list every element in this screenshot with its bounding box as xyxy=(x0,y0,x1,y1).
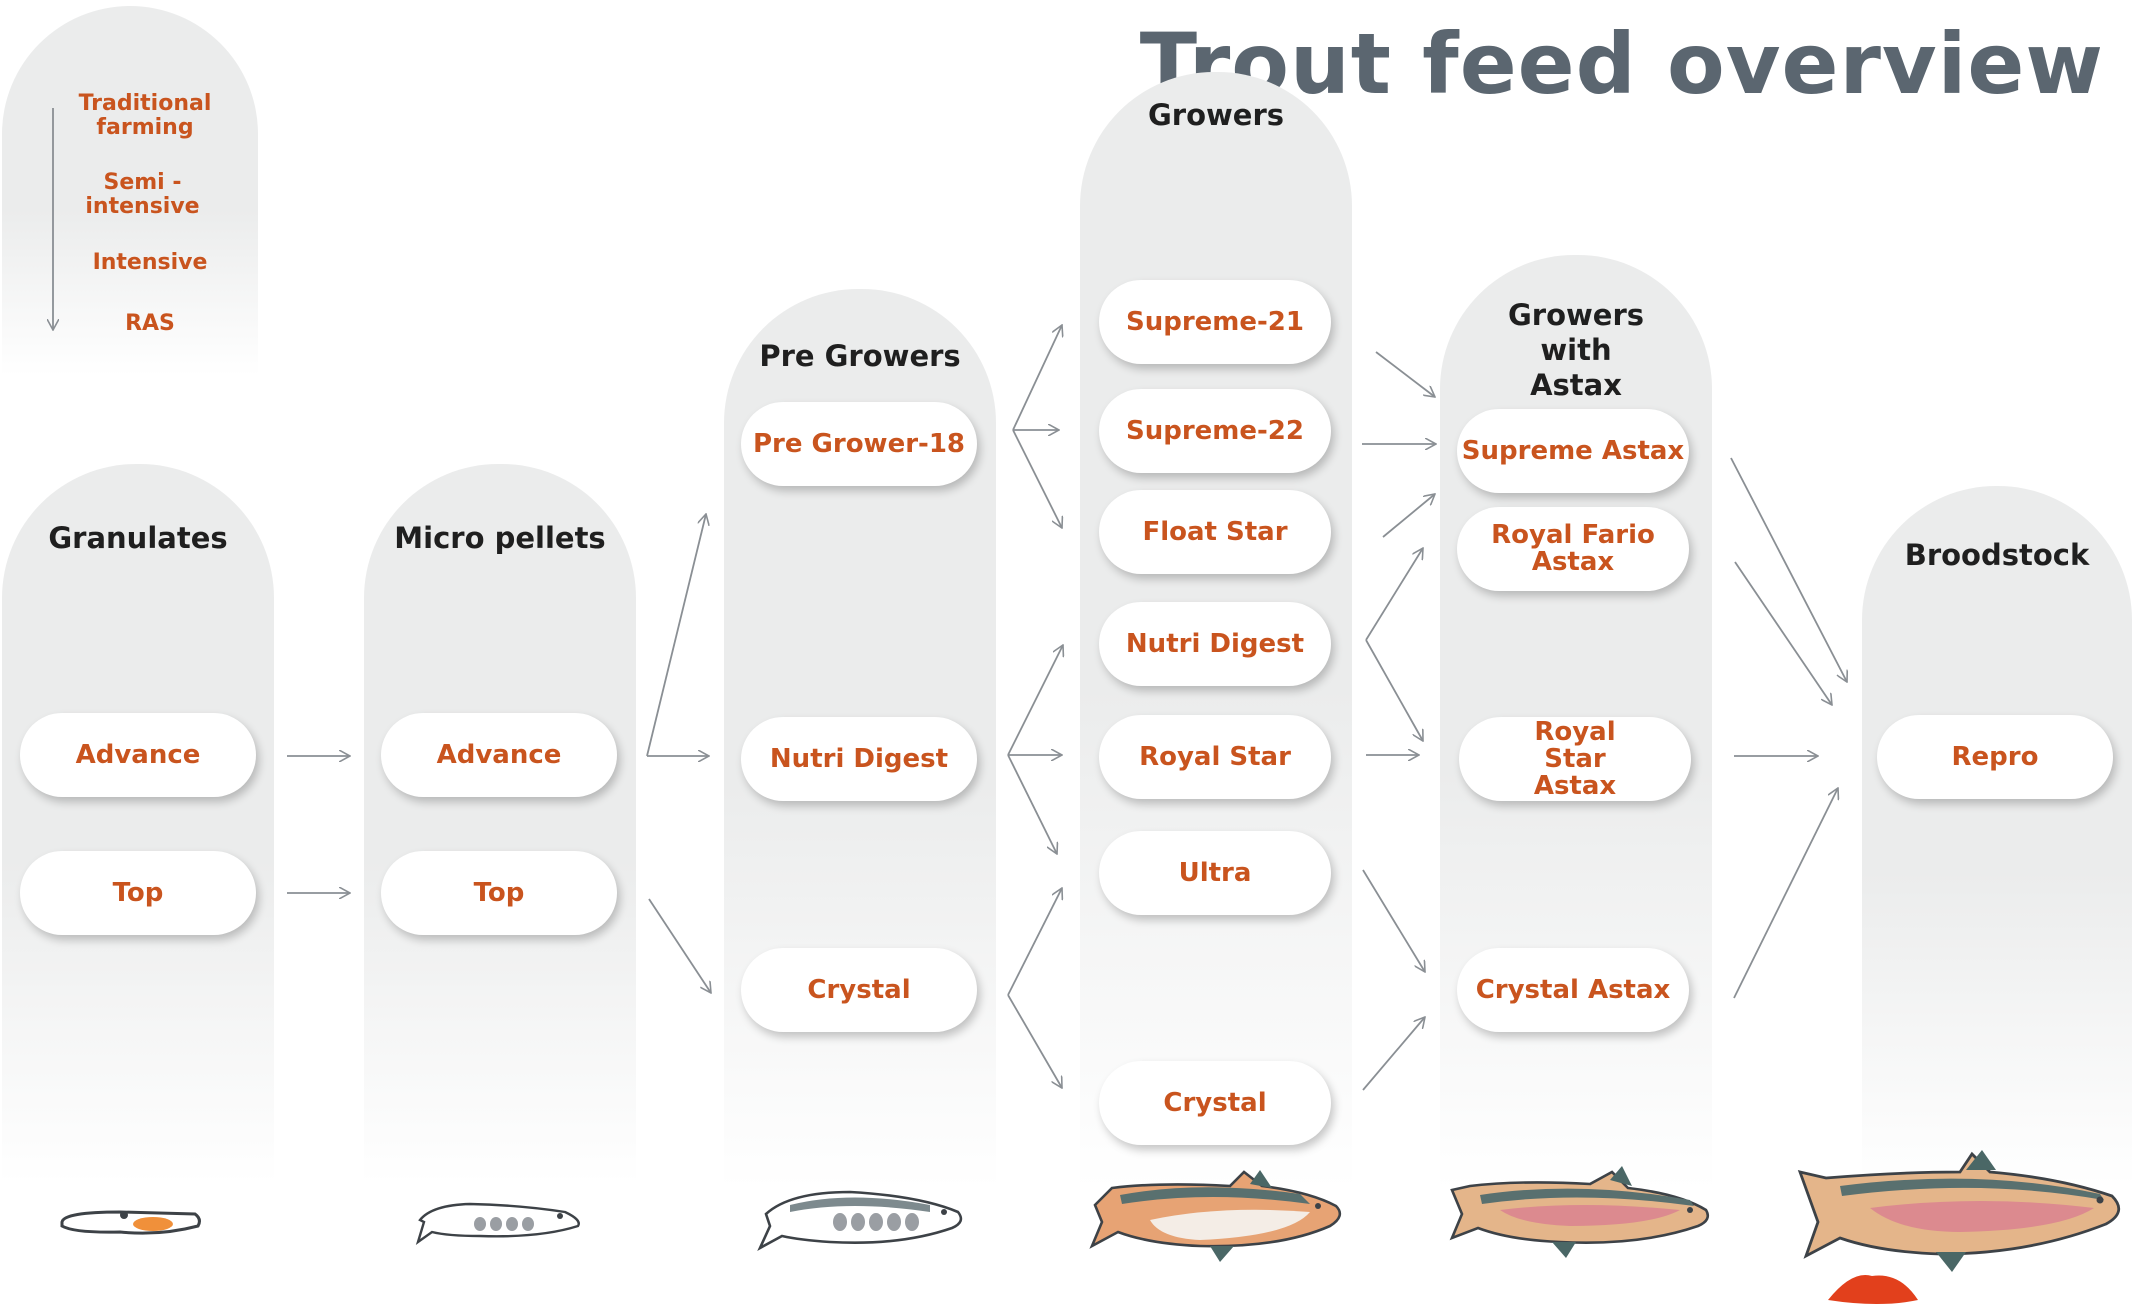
column-title-micro-pellets: Micro pellets xyxy=(394,521,606,555)
arrow-ultra-crystal-astax xyxy=(1362,869,1425,972)
arrow-float-star-astax xyxy=(1382,494,1435,538)
arrow-supreme-21-astax xyxy=(1375,351,1435,397)
column-title-growers-with-astax: Growers with Astax xyxy=(1507,298,1645,402)
arrow-pg18-float-star xyxy=(1012,429,1062,528)
arrow-nd-ultra xyxy=(1007,754,1057,854)
feed-royal-star[interactable]: Royal Star xyxy=(1099,715,1331,799)
arrow-crystal-astax-repro xyxy=(1733,788,1838,999)
arrow-to-pre-grower-18 xyxy=(646,514,706,757)
alevin-illustration xyxy=(60,1210,201,1235)
grower-trout-illustration xyxy=(1089,1170,1342,1262)
feed-repro[interactable]: Repro xyxy=(1877,715,2113,799)
page-title: Trout feed overview xyxy=(1139,15,2104,113)
feed-micro-pellets-top[interactable]: Top xyxy=(381,851,617,935)
broodstock-trout-illustration xyxy=(1797,1150,2121,1304)
legend-item-traditional-farming: Traditional farming xyxy=(78,91,212,140)
arrow-pg18-supreme-21 xyxy=(1012,325,1062,431)
feed-pre-growers-crystal[interactable]: Crystal xyxy=(741,948,977,1032)
feed-growers-crystal[interactable]: Crystal xyxy=(1099,1061,1331,1145)
feed-granulates-advance[interactable]: Advance xyxy=(20,713,256,797)
legend-item-semi-intensive: Semi - intensive xyxy=(85,170,200,219)
feed-supreme-22[interactable]: Supreme-22 xyxy=(1099,389,1331,473)
column-micro-pellets: Micro pellets xyxy=(364,464,636,1184)
column-title-granulates: Granulates xyxy=(48,521,228,555)
fry-illustration xyxy=(415,1202,580,1246)
flow-arrows xyxy=(53,108,1847,1091)
feed-ultra[interactable]: Ultra xyxy=(1099,831,1331,915)
feed-pre-growers-nutri-digest[interactable]: Nutri Digest xyxy=(741,717,977,801)
feed-granulates-top[interactable]: Top xyxy=(20,851,256,935)
feed-float-star[interactable]: Float Star xyxy=(1099,490,1331,574)
arrow-cr-ultra xyxy=(1007,888,1062,996)
astax-trout-illustration xyxy=(1449,1166,1710,1258)
arrow-cr-crystal xyxy=(1007,994,1062,1088)
column-granulates: Granulates xyxy=(2,464,274,1184)
arrow-nd-nutri-digest xyxy=(1007,645,1063,756)
feed-supreme-21[interactable]: Supreme-21 xyxy=(1099,280,1331,364)
arrow-crystal-crystal-astax xyxy=(1362,1017,1425,1091)
column-title-broodstock: Broodstock xyxy=(1904,538,2090,572)
feed-royal-star-astax[interactable]: Royal Star Astax xyxy=(1459,717,1691,801)
feed-growers-nutri-digest[interactable]: Nutri Digest xyxy=(1099,602,1331,686)
column-title-pre-growers: Pre Growers xyxy=(759,339,961,373)
feed-supreme-astax[interactable]: Supreme Astax xyxy=(1457,409,1689,493)
feed-crystal-astax[interactable]: Crystal Astax xyxy=(1457,948,1689,1032)
arrow-supreme-astax-repro xyxy=(1730,457,1847,682)
arrow-nutri-digest-royal-star-astax xyxy=(1365,639,1423,741)
column-title-growers: Growers xyxy=(1147,98,1285,132)
arrow-royal-fario-astax-repro xyxy=(1734,561,1832,705)
column-broodstock: Broodstock xyxy=(1862,486,2132,1186)
legend-item-intensive: Intensive xyxy=(92,250,208,275)
feed-royal-fario-astax[interactable]: Royal Fario Astax xyxy=(1457,507,1689,591)
feed-pre-grower-18[interactable]: Pre Grower-18 xyxy=(741,402,977,486)
legend-item-ras: RAS xyxy=(125,311,175,336)
arrow-to-pre-crystal xyxy=(648,898,711,993)
feed-micro-pellets-advance[interactable]: Advance xyxy=(381,713,617,797)
farming-intensity-legend: Traditional farming Semi - intensive Int… xyxy=(2,6,258,376)
eggs-icon xyxy=(1828,1275,1918,1304)
fingerling-illustration xyxy=(757,1190,963,1252)
arrow-nutri-digest-royal-fario xyxy=(1365,548,1423,641)
